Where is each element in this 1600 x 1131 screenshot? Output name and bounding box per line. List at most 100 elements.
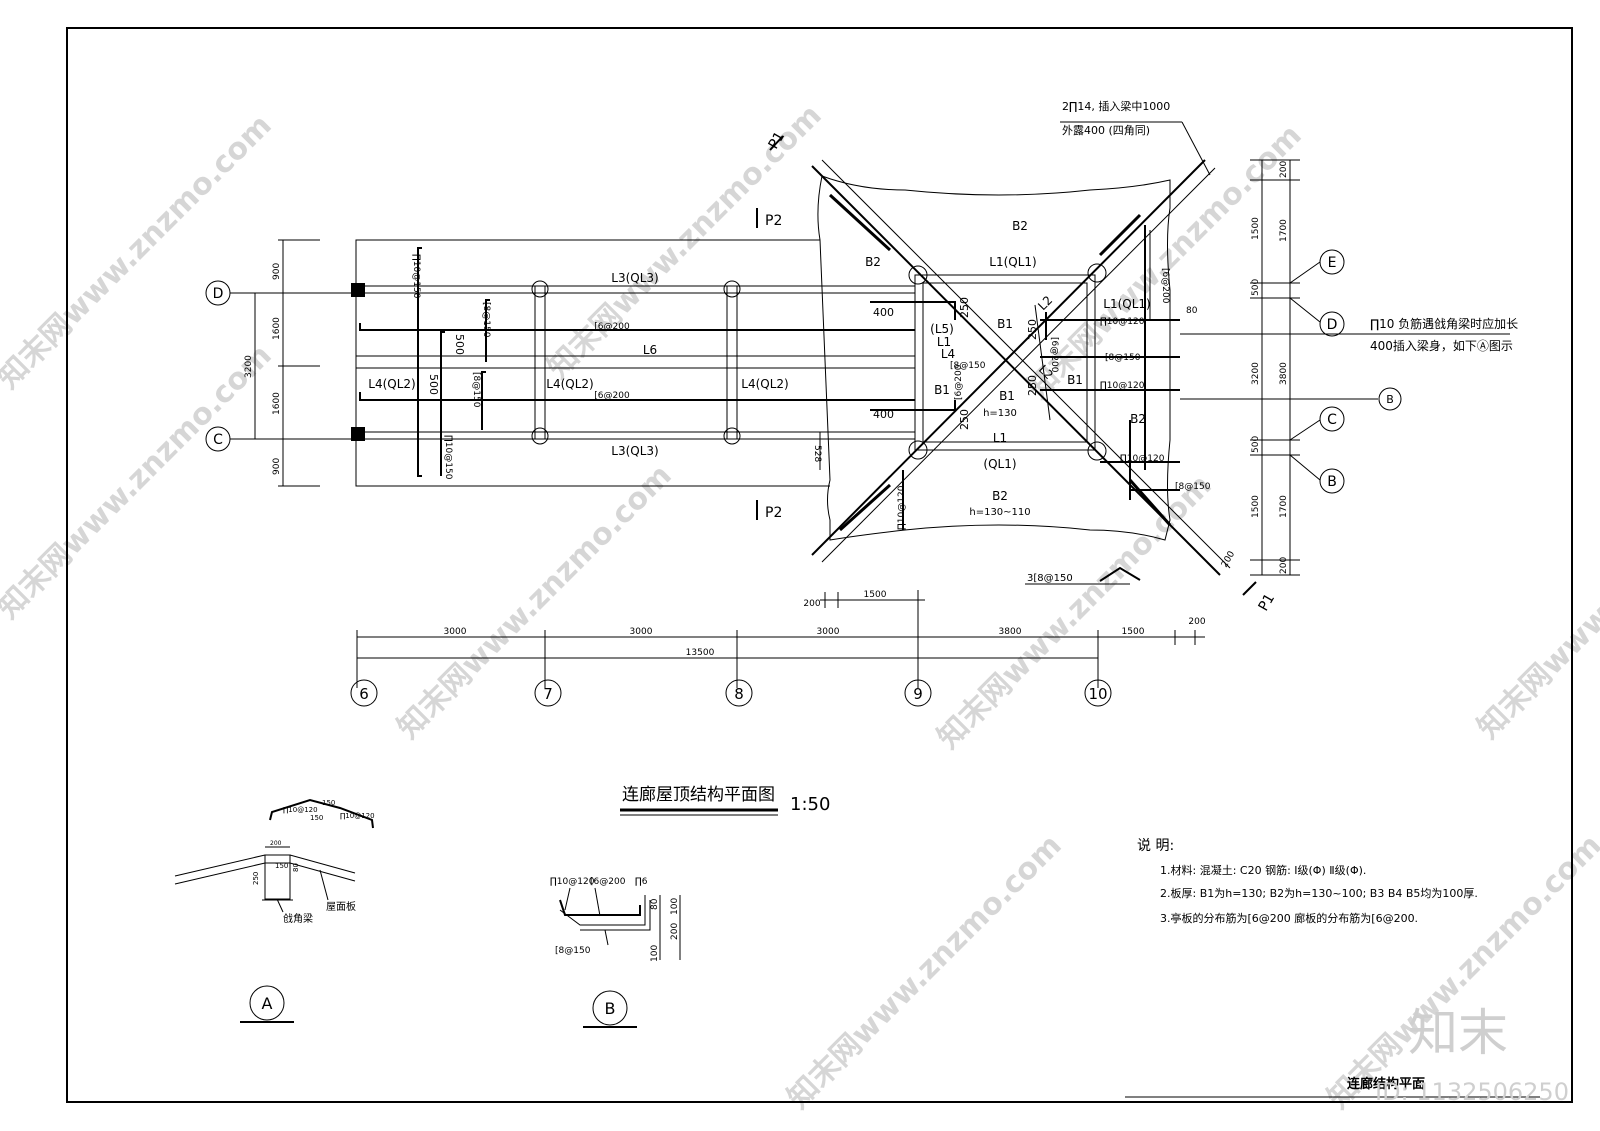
axis-label: D: [1327, 317, 1338, 333]
column: [908, 440, 928, 460]
slab-thickness: h=130: [983, 408, 1017, 419]
section-mark-p1: P1: [766, 129, 789, 152]
dimension: 200: [1188, 617, 1205, 627]
svg-text:80: 80: [292, 863, 300, 872]
rebar-label: [6@200: [594, 322, 630, 332]
detail-note: 屋面板: [326, 900, 356, 913]
axis-bubble: [1319, 311, 1345, 337]
dimension: 1500: [864, 590, 887, 600]
watermark: 知末网www.znzmo.com: [391, 458, 679, 746]
dimension: 1700: [1279, 495, 1289, 518]
note-line: 1.材料: 混凝土: C20 钢筋: Ⅰ级(Φ) Ⅱ级(Φ).: [1160, 863, 1366, 877]
dimension: 400: [873, 306, 894, 319]
beam-label: L1(QL1): [989, 255, 1036, 269]
pavilion-core: [914, 274, 1096, 451]
axis-label: E: [1328, 255, 1337, 271]
left-dim-ticks: [278, 239, 320, 487]
callout-text: ∏10 负筋遇戗角梁时应加长: [1370, 316, 1518, 331]
dimension: 200: [803, 599, 820, 609]
dimension: 3000: [444, 627, 467, 637]
rebar-label: ∏10@120: [1100, 317, 1145, 327]
dimension: 1600: [272, 392, 282, 415]
svg-text:∏6: ∏6: [635, 877, 648, 887]
dimension: 250: [958, 297, 971, 318]
dimension: 1500: [1251, 495, 1261, 518]
axis-label: 6: [359, 685, 369, 703]
pavilion-roof-outline: [817, 175, 1171, 541]
callout-text: 3[8@150: [1027, 573, 1073, 584]
beam-label: L2: [1035, 293, 1055, 313]
section-mark-p2: P2: [765, 213, 782, 229]
dimension: 3200: [244, 355, 254, 378]
beam-label: L1: [993, 431, 1007, 445]
svg-text:[6@200: [6@200: [590, 877, 626, 887]
rebar-label: ∏10@120: [897, 485, 907, 530]
watermark-layer: 知末网www.znzmo.com 知末网www.znzmo.com 知末网www…: [0, 98, 1600, 1116]
detail-bubble: [592, 990, 628, 1026]
column: [723, 280, 741, 298]
column: [351, 283, 365, 297]
dimension: 1600: [272, 317, 282, 340]
rebar-label: ∏10@150: [411, 254, 421, 299]
dimension: 250: [1026, 319, 1039, 340]
dimension: 900: [272, 263, 282, 280]
drawing-title: 连廊屋顶结构平面图: [622, 785, 775, 805]
svg-text:200: 200: [670, 923, 680, 940]
rebar-label: [8@150: [1175, 482, 1211, 492]
axis-label: 8: [734, 685, 744, 703]
drawing-scale: 1:50: [790, 794, 830, 815]
slab-label: B1: [997, 317, 1013, 331]
column: [723, 427, 741, 445]
dimension: 500: [1251, 436, 1261, 453]
axis-bubble: [725, 679, 753, 707]
sheet-border: [66, 27, 1573, 1103]
svg-text:∏10@120: ∏10@120: [283, 806, 318, 814]
column: [908, 265, 928, 285]
section-mark-p1: P1: [1256, 591, 1279, 614]
watermark: 知末网www.znzmo.com: [1471, 458, 1600, 746]
axis-bubble: [1319, 468, 1345, 494]
rebar-label: ∏10@120: [1120, 454, 1165, 464]
dimension: 3800: [999, 627, 1022, 637]
slab-label: B2: [1130, 412, 1146, 426]
note-line: 3.亭板的分布筋为[6@200 廊板的分布筋为[6@200.: [1160, 911, 1418, 925]
detail-label: B: [605, 999, 616, 1018]
slab-label: B2: [865, 255, 881, 269]
sheet-title: 连廊结构平面: [1347, 1076, 1425, 1092]
detail-bubble: [249, 985, 285, 1021]
notes-heading: 说 明:: [1137, 838, 1174, 854]
notes: 说 明: 1.材料: 混凝土: C20 钢筋: Ⅰ级(Φ) Ⅱ级(Φ). 2.板…: [1137, 838, 1478, 925]
column: [1087, 441, 1107, 461]
slab-label: B1: [1067, 373, 1083, 387]
callout-text: 外露400 (四角同): [1062, 124, 1150, 137]
axis-label: B: [1386, 393, 1394, 406]
axis-bubble: [904, 679, 932, 707]
watermark: 知末网www.znzmo.com: [781, 828, 1069, 1116]
dimension: 500: [453, 334, 466, 355]
svg-text:150: 150: [310, 814, 323, 822]
svg-text:∏10@120: ∏10@120: [550, 877, 595, 887]
beam-label: (QL1): [983, 457, 1016, 471]
detail-a: ∏10@120 150 150 ∏10@120 200 150 250 80 戗…: [174, 798, 375, 1023]
beam-label: (L5): [930, 322, 954, 336]
callout-text: 400插入梁身，如下Ⓐ图示: [1370, 338, 1513, 353]
svg-text:∏10@120: ∏10@120: [340, 812, 375, 820]
detail-b: ∏10@120 [6@200 ∏6 [8@150 80 100 200 100 …: [550, 877, 681, 1028]
axis-bubble: [350, 679, 378, 707]
dimension: 3200: [1251, 362, 1261, 385]
rebar-label: [8@150: [950, 361, 986, 371]
beam-label: L3(QL3): [611, 271, 658, 285]
note-line: 2.板厚: B1为h=130; B2为h=130~100; B3 B4 B5均为…: [1160, 886, 1478, 900]
svg-text:100: 100: [670, 898, 680, 915]
corridor-plan: L3(QL3) L3(QL3) L6 L4(QL2) L4(QL2) L4(QL…: [351, 208, 915, 521]
dimension: 500: [1251, 279, 1261, 296]
beam-label: L4: [941, 347, 955, 361]
svg-text:150: 150: [322, 799, 335, 807]
dimension: 1700: [1279, 219, 1289, 242]
axis-bubble: [1319, 406, 1345, 432]
dimension: 3000: [630, 627, 653, 637]
svg-text:200: 200: [270, 840, 282, 847]
dimension: 400: [873, 408, 894, 421]
axis-bubble: [205, 280, 231, 306]
